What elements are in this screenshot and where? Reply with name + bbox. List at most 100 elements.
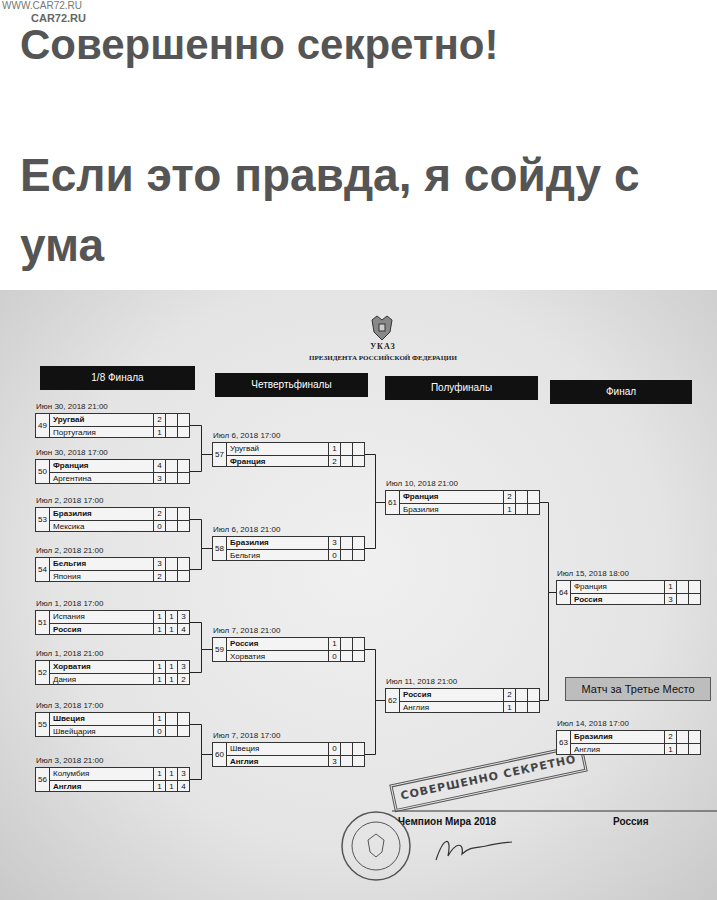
score-value: 1	[157, 428, 161, 437]
team-name: Англия	[403, 703, 429, 712]
score-value: 2	[181, 675, 185, 684]
watermark: WWW.CAR72.RU	[2, 0, 82, 12]
score-cell	[688, 731, 700, 743]
score-cell: 2	[503, 689, 515, 701]
match-number: 49	[38, 421, 47, 430]
score-cell	[340, 638, 352, 650]
score-cell	[352, 755, 364, 767]
signature	[436, 841, 512, 860]
score-cell	[165, 570, 177, 582]
team-cell: Англия	[50, 780, 153, 792]
match-date: Июн 30, 2018 21:00	[36, 402, 108, 412]
score-cell: 1	[165, 623, 177, 635]
score-cell	[515, 491, 527, 503]
match-date: Июл 6, 2018 21:00	[213, 525, 280, 535]
score-value: 2	[507, 492, 511, 501]
round-header-text: Четвертьфиналы	[251, 379, 331, 390]
score-cell: 1	[153, 611, 165, 623]
team-name: Франция	[403, 492, 439, 501]
score-value: 2	[157, 415, 161, 424]
team-cell: Хорватия	[227, 650, 328, 662]
match-number: 54	[38, 565, 47, 574]
match-date: Июл 7, 2018 17:00	[213, 731, 280, 741]
match-box: Июл 2, 2018 21:0054Бельгия3Япония2	[35, 557, 190, 582]
team-cell: Франция	[571, 581, 664, 593]
score-value: 3	[181, 662, 185, 671]
number-cell: 59	[213, 638, 227, 661]
score-value: 1	[157, 662, 161, 671]
bracket-line	[365, 650, 385, 701]
bracket-line	[540, 593, 556, 701]
match-number: 53	[38, 515, 47, 524]
champion-caption: Чемпион Мира 2018	[398, 816, 496, 828]
score-cell	[352, 549, 364, 561]
score-cell	[352, 455, 364, 467]
score-cell: 0	[153, 725, 165, 737]
score-cell: 3	[328, 755, 340, 767]
score-cell	[340, 455, 352, 467]
score-cell: 2	[153, 508, 165, 520]
match-date: Июл 15, 2018 18:00	[557, 569, 629, 579]
score-cell: 3	[153, 558, 165, 570]
state-emblem	[372, 316, 392, 340]
team-name: Франция	[53, 461, 89, 470]
score-value: 3	[668, 595, 672, 604]
number-cell: 55	[36, 713, 50, 736]
number-cell: 52	[36, 661, 50, 684]
score-cell	[177, 520, 189, 532]
score-cell	[177, 508, 189, 520]
score-cell: 4	[177, 780, 189, 792]
team-cell: Уругвай	[227, 443, 328, 455]
match-date: Июл 3, 2018 17:00	[36, 701, 103, 711]
score-cell: 1	[153, 426, 165, 438]
match-box: Июл 10, 2018 21:0061Франция2Бразилия1	[385, 490, 540, 515]
team-name: Англия	[574, 745, 600, 754]
score-cell	[340, 443, 352, 455]
score-cell: 3	[664, 593, 676, 605]
number-cell: 62	[386, 689, 400, 712]
score-value: 1	[169, 625, 173, 634]
score-cell	[676, 593, 688, 605]
score-cell: 1	[664, 743, 676, 755]
team-name: Португалия	[53, 428, 96, 437]
score-cell	[515, 689, 527, 701]
score-value: 0	[157, 522, 161, 531]
signature-line	[392, 811, 717, 812]
match-date: Июл 14, 2018 17:00	[557, 719, 629, 729]
score-cell	[515, 503, 527, 515]
score-value: 1	[507, 703, 511, 712]
match-number: 61	[388, 498, 397, 507]
round-header-text: Полуфиналы	[431, 382, 492, 393]
bracket-line	[190, 623, 212, 650]
match-number: 50	[38, 467, 47, 476]
bracket-line	[190, 650, 212, 673]
number-cell: 58	[213, 537, 227, 560]
score-cell: 1	[328, 443, 340, 455]
team-name: Англия	[230, 757, 258, 766]
team-name: Россия	[403, 690, 431, 699]
bracket-line	[190, 755, 212, 780]
score-value: 3	[157, 474, 161, 483]
team-name: Хорватия	[53, 662, 91, 671]
team-cell: Испания	[50, 611, 153, 623]
team-name: Испания	[53, 612, 85, 621]
match-date: Июн 30, 2018 17:00	[36, 448, 108, 458]
match-box: Июн 30, 2018 17:0050Франция4Аргентина3	[35, 459, 190, 484]
number-cell: 51	[36, 611, 50, 634]
team-cell: Дания	[50, 673, 153, 685]
score-value: 4	[157, 461, 161, 470]
score-value: 3	[157, 559, 161, 568]
score-cell	[527, 689, 539, 701]
number-cell: 60	[213, 743, 227, 766]
score-cell: 1	[664, 581, 676, 593]
team-name: Бразилия	[403, 505, 439, 514]
team-name: Колумбия	[53, 769, 89, 778]
team-cell: Япония	[50, 570, 153, 582]
match-number: 51	[38, 618, 47, 627]
score-cell: 2	[153, 570, 165, 582]
team-cell: Аргентина	[50, 472, 153, 484]
team-cell: Россия	[50, 623, 153, 635]
team-cell: Франция	[50, 460, 153, 472]
match-box: Июл 7, 2018 21:0059Россия1Хорватия0	[212, 637, 365, 662]
team-cell: Мексика	[50, 520, 153, 532]
